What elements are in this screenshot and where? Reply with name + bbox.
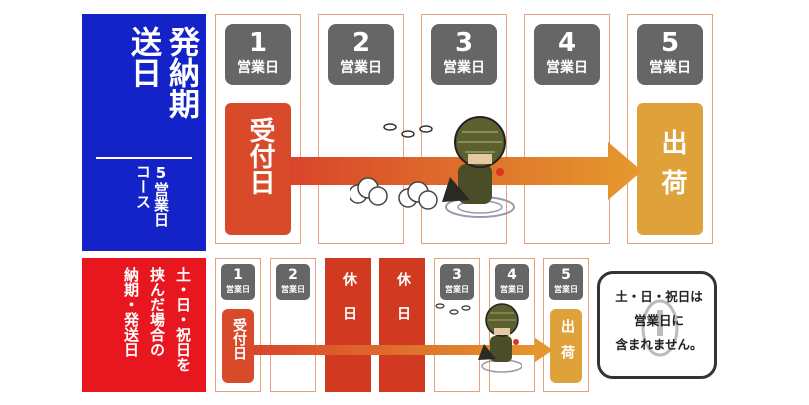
top-day-column-1: 1 営業日 受付日 (215, 14, 301, 244)
day-badge: 4 営業日 (534, 24, 600, 85)
note-line-1: 土・日・祝日は (615, 289, 703, 304)
bottom-day-column-1: 1 営業日 受付日 (215, 258, 261, 392)
bottom-day-column-5: 5 営業日 出荷 (543, 258, 589, 392)
soldier-runner-icon (350, 116, 515, 218)
note-line-2: 営業日に (633, 313, 684, 328)
day-badge: 5 営業日 (549, 264, 583, 300)
top-title-panel: 発納期 送日 5営業日 コース (82, 14, 206, 251)
day-badge: 2 営業日 (328, 24, 394, 85)
day-badge: 3 営業日 (440, 264, 474, 300)
title-col-right: 発納期 (163, 26, 199, 119)
holiday-column-2: 休日 (379, 258, 425, 392)
ship-box: 出荷 (550, 309, 582, 383)
day-badge: 2 営業日 (276, 264, 310, 300)
day-badge: 1 営業日 (225, 24, 291, 85)
course-col-right: 5営業日 (152, 164, 170, 227)
receive-box: 受付日 (222, 309, 254, 383)
day-badge: 5 営業日 (637, 24, 703, 85)
top-day-column-4: 4 営業日 (524, 14, 610, 244)
day-badge: 3 営業日 (431, 24, 497, 85)
day-badge: 4 営業日 (495, 264, 529, 300)
day-badge: 1 営業日 (221, 264, 255, 300)
bottom-day-column-2: 2 営業日 (270, 258, 316, 392)
course-col-left: コース (134, 164, 152, 209)
exclamation-icon (641, 299, 679, 357)
bottom-progress-arrow (253, 338, 553, 362)
holiday-note-text: 土・日・祝日は 営業日に 含まれません。 (606, 285, 712, 357)
holiday-side-col1: 土・日・祝日を (174, 267, 192, 372)
title-divider (96, 157, 192, 159)
holiday-column-1: 休日 (325, 258, 371, 392)
note-line-3: 含まれません。 (615, 337, 703, 352)
ship-box: 出荷 (637, 103, 703, 235)
top-day-column-5: 5 営業日 出荷 (627, 14, 713, 244)
holiday-side-col2: 挟んだ場合の (148, 267, 166, 357)
holiday-side-col3: 納期・発送日 (122, 267, 140, 357)
receive-box: 受付日 (225, 103, 291, 235)
soldier-runner-small-icon (435, 303, 522, 373)
bottom-day-column-3: 3 営業日 (434, 258, 480, 392)
title-col-left: 送日 (125, 26, 161, 88)
bottom-holiday-panel: 土・日・祝日を 挟んだ場合の 納期・発送日 (82, 258, 206, 392)
